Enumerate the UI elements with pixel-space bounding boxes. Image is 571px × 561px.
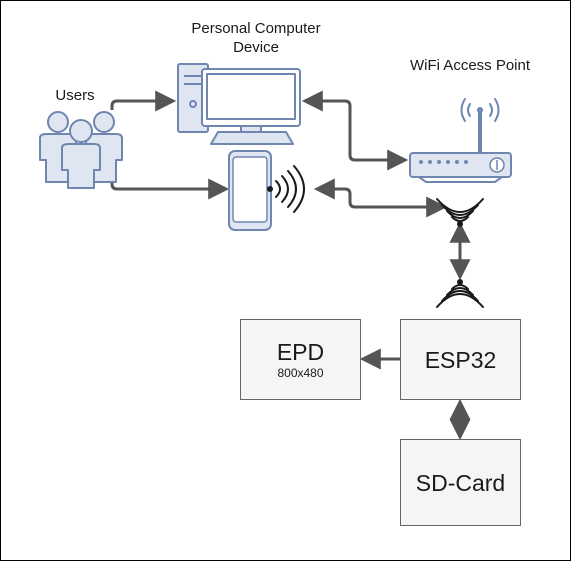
- smartphone-icon: [228, 150, 272, 231]
- pc-label-line1: Personal Computer: [191, 20, 321, 37]
- wireless-signal-icon: [267, 165, 305, 213]
- wireless-signal-icon: [436, 279, 484, 308]
- users-label: Users: [55, 87, 95, 104]
- router-icon: [409, 98, 512, 183]
- connectors: [110, 90, 471, 441]
- epd-box: EPD 800x480: [240, 319, 361, 400]
- arrow-users-to-pc: [110, 90, 177, 112]
- pc-label-line2: Device: [233, 39, 279, 56]
- esp32-box: ESP32: [400, 319, 521, 400]
- sdcard-box: SD-Card: [400, 439, 521, 526]
- epd-title: EPD: [276, 339, 325, 365]
- wifi-access-point-label: WiFi Access Point: [409, 57, 531, 74]
- computer-icon: [177, 63, 301, 145]
- arrow-pc-to-router: [301, 90, 409, 171]
- sdcard-label: SD-Card: [415, 469, 506, 496]
- epd-resolution: 800x480: [277, 366, 324, 380]
- users-icon: [39, 111, 123, 189]
- arrow-users-to-phone: [110, 160, 230, 200]
- arrow-phone-signal-to-router-signal: [313, 178, 448, 218]
- esp32-label: ESP32: [424, 346, 497, 373]
- wireless-signal-icon: [436, 198, 484, 227]
